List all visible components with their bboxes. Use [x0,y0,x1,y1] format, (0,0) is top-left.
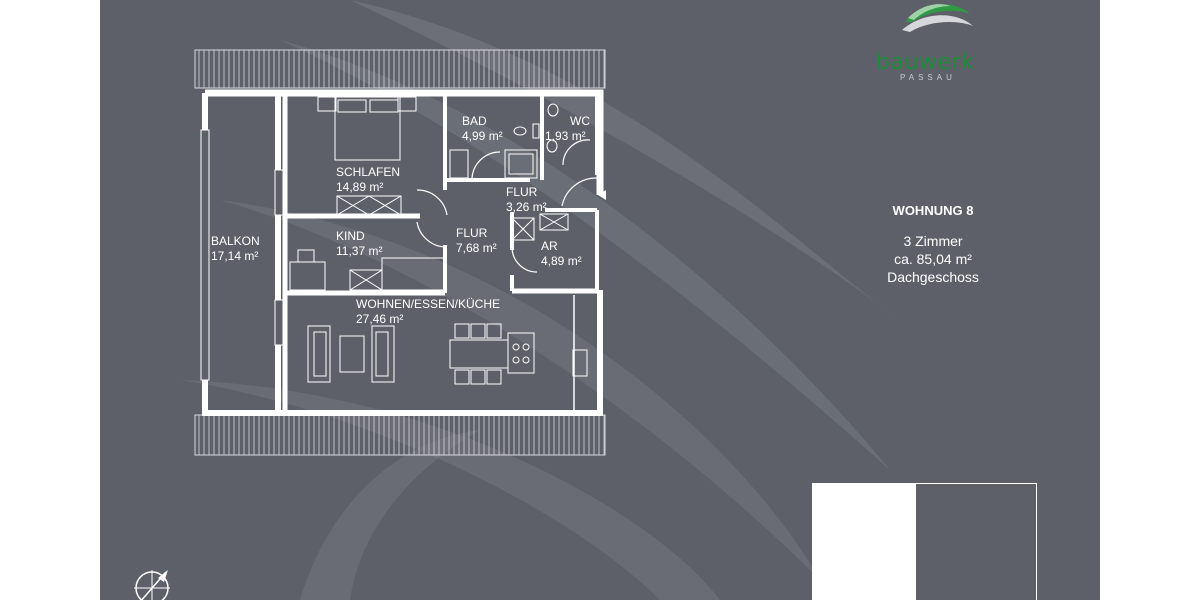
bathroom-fixtures [449,103,559,179]
apartment-title: WOHNUNG 8 [892,203,974,218]
room-area: 4,99 m² [462,129,503,143]
room-area: 4,89 m² [541,254,582,268]
room-name: WC [570,114,590,128]
room-name: BAD [462,114,487,128]
room-name: FLUR [506,185,538,199]
background-swoosh-graphic [180,0,900,600]
room-name: WOHNEN/ESSEN/KÜCHE [356,297,501,311]
logo-wordmark: bauwerk [876,50,975,75]
room-schlafen: SCHLAFEN 14,89 m² [336,165,400,195]
bauwerk-logo-mark [902,4,973,33]
room-area: 17,14 m² [211,249,259,263]
room-wc: WC 1,93 m² [545,114,590,144]
apartment-rooms: 3 Zimmer [903,233,963,249]
floor-plan-drawing [194,49,606,456]
room-area: 11,37 m² [336,244,383,258]
bed [334,96,401,161]
room-name: KIND [336,229,365,243]
room-name: AR [541,239,558,253]
room-wohnen-essen-kueche: WOHNEN/ESSEN/KÜCHE 27,46 m² [356,297,500,327]
room-flur-small: FLUR 3,26 m² [506,185,547,215]
room-area: 7,68 m² [456,241,497,255]
apartment-floor: Dachgeschoss [887,269,979,285]
compass-north-icon [134,570,170,600]
room-balkon: BALKON 17,14 m² [211,234,260,264]
apartment-info: WOHNUNG 8 3 Zimmer ca. 85,04 m² Dachgesc… [833,203,1033,286]
room-name: SCHLAFEN [336,165,401,179]
living-furniture [307,323,588,385]
door-swings [416,139,598,273]
key-plan-highlight [812,483,916,600]
key-plan-other-unit [916,483,1037,600]
room-area: 3,26 m² [506,200,547,214]
room-name: BALKON [211,234,260,248]
room-area: 14,89 m² [336,180,384,194]
apartment-area: ca. 85,04 m² [894,251,972,267]
kids-furniture [289,249,445,291]
room-area: 1,93 m² [545,129,586,143]
room-area: 27,46 m² [356,312,404,326]
roof-overhang-bottom [194,414,606,456]
building-key-plan [812,483,1037,600]
room-ar: AR 4,89 m² [541,239,582,269]
windows [200,96,417,381]
entrance-arrow-icon [598,190,606,200]
roof-overhang-top [194,49,606,89]
wardrobes [336,195,569,291]
room-flur-large: FLUR 7,68 m² [456,226,497,256]
room-name: FLUR [456,226,488,240]
logo-location: PASSAU [900,73,956,82]
room-kind: KIND 11,37 m² [336,229,382,259]
floor-plan-sheet: BALKON 17,14 m² SCHLAFEN 14,89 m² BAD 4,… [100,0,1100,600]
room-bad: BAD 4,99 m² [462,114,503,144]
